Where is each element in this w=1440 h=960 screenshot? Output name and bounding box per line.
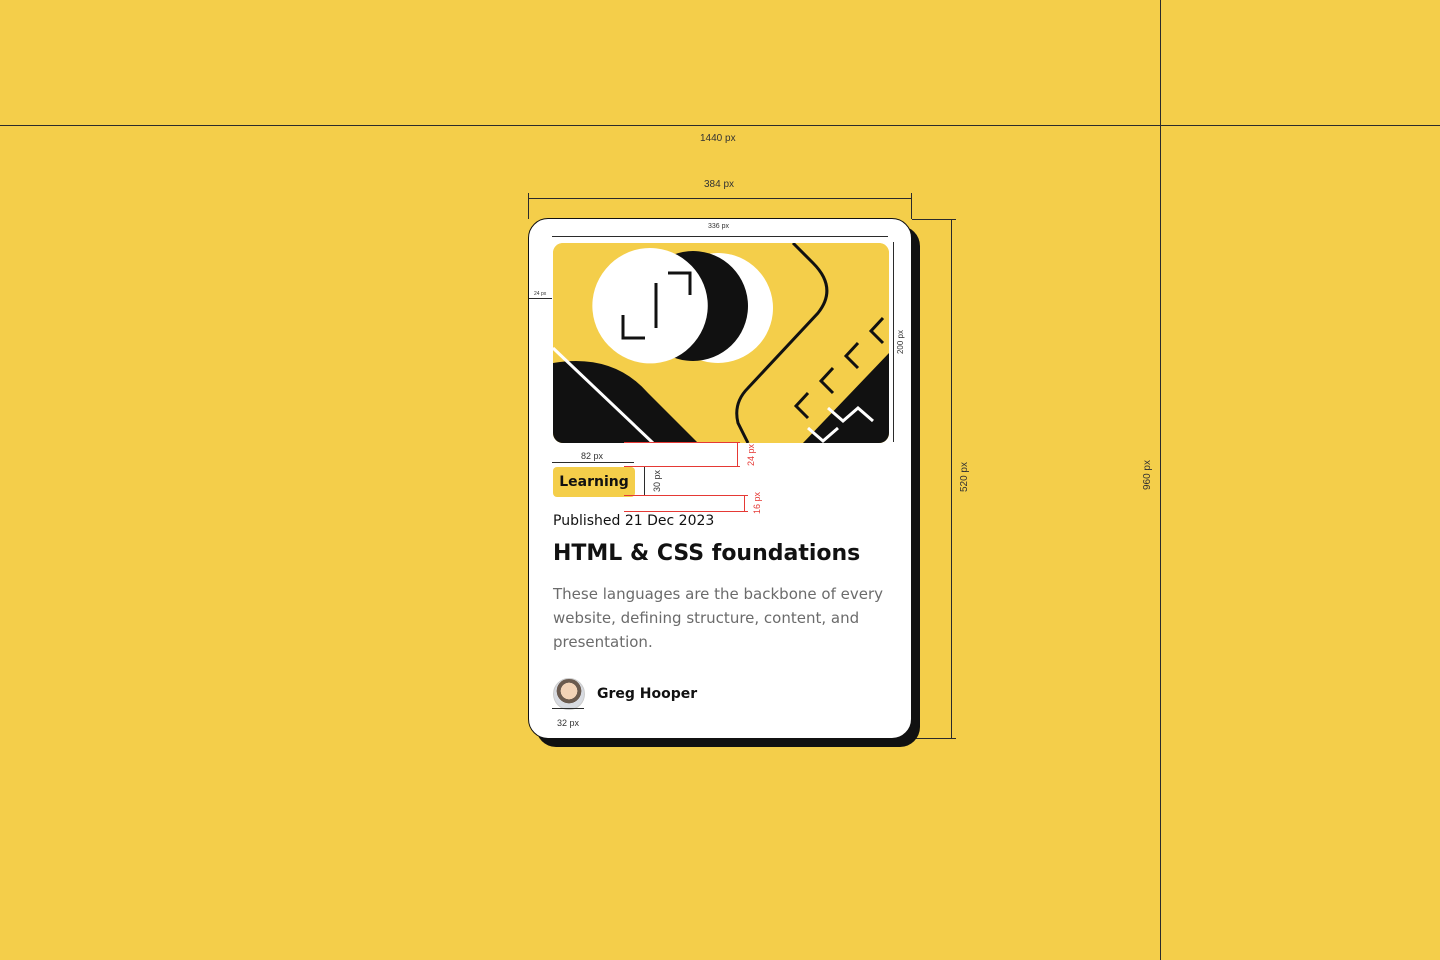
gap-bottom-line-1 [624, 495, 748, 496]
hero-illustration [553, 243, 889, 443]
card-right-tick [911, 193, 912, 219]
blog-preview-card: Learning Published 21 Dec 2023 HTML & CS… [528, 218, 912, 739]
tag-height-label: 30 px [652, 470, 662, 493]
card-left-tick [528, 193, 529, 219]
page-height-label: 960 px [1142, 460, 1153, 491]
gap-bottom-label: 16 px [752, 492, 762, 515]
gap-bottom-line-2 [624, 511, 748, 512]
card-bottom-tick [912, 738, 956, 739]
published-date: Published 21 Dec 2023 [553, 513, 715, 529]
tag-width-line [552, 462, 634, 463]
padding-label: 24 px [534, 291, 547, 297]
padding-line [529, 298, 552, 299]
tag-height-line [644, 466, 645, 496]
gap-top-line-1 [624, 442, 740, 443]
image-width-label: 336 px [708, 223, 730, 230]
avatar-width-line [552, 708, 584, 709]
author-row: Greg Hooper [553, 678, 887, 710]
gap-top-line-2 [624, 466, 740, 467]
image-width-line [552, 236, 888, 237]
category-tag[interactable]: Learning [553, 467, 635, 497]
avatar-width-label: 32 px [557, 718, 580, 728]
image-height-line [893, 242, 894, 442]
card-width-line [528, 198, 912, 199]
card-title[interactable]: HTML & CSS foundations [553, 541, 861, 566]
page-width-line [0, 125, 1440, 126]
gap-bottom-measure [744, 495, 745, 511]
tag-width-label: 82 px [581, 451, 604, 461]
card-height-line [951, 219, 952, 739]
gap-top-measure [737, 442, 738, 466]
card-top-tick [912, 219, 956, 220]
gap-top-label: 24 px [746, 444, 756, 467]
author-name: Greg Hooper [597, 686, 698, 702]
card-height-label: 520 px [959, 462, 970, 493]
illustration-svg [553, 243, 889, 443]
card-description: These languages are the backbone of ever… [553, 585, 883, 651]
page-width-label: 1440 px [700, 133, 736, 144]
card-width-label: 384 px [704, 179, 735, 190]
image-height-label: 200 px [896, 330, 905, 355]
page-height-line [1160, 0, 1161, 960]
author-avatar [553, 678, 585, 710]
